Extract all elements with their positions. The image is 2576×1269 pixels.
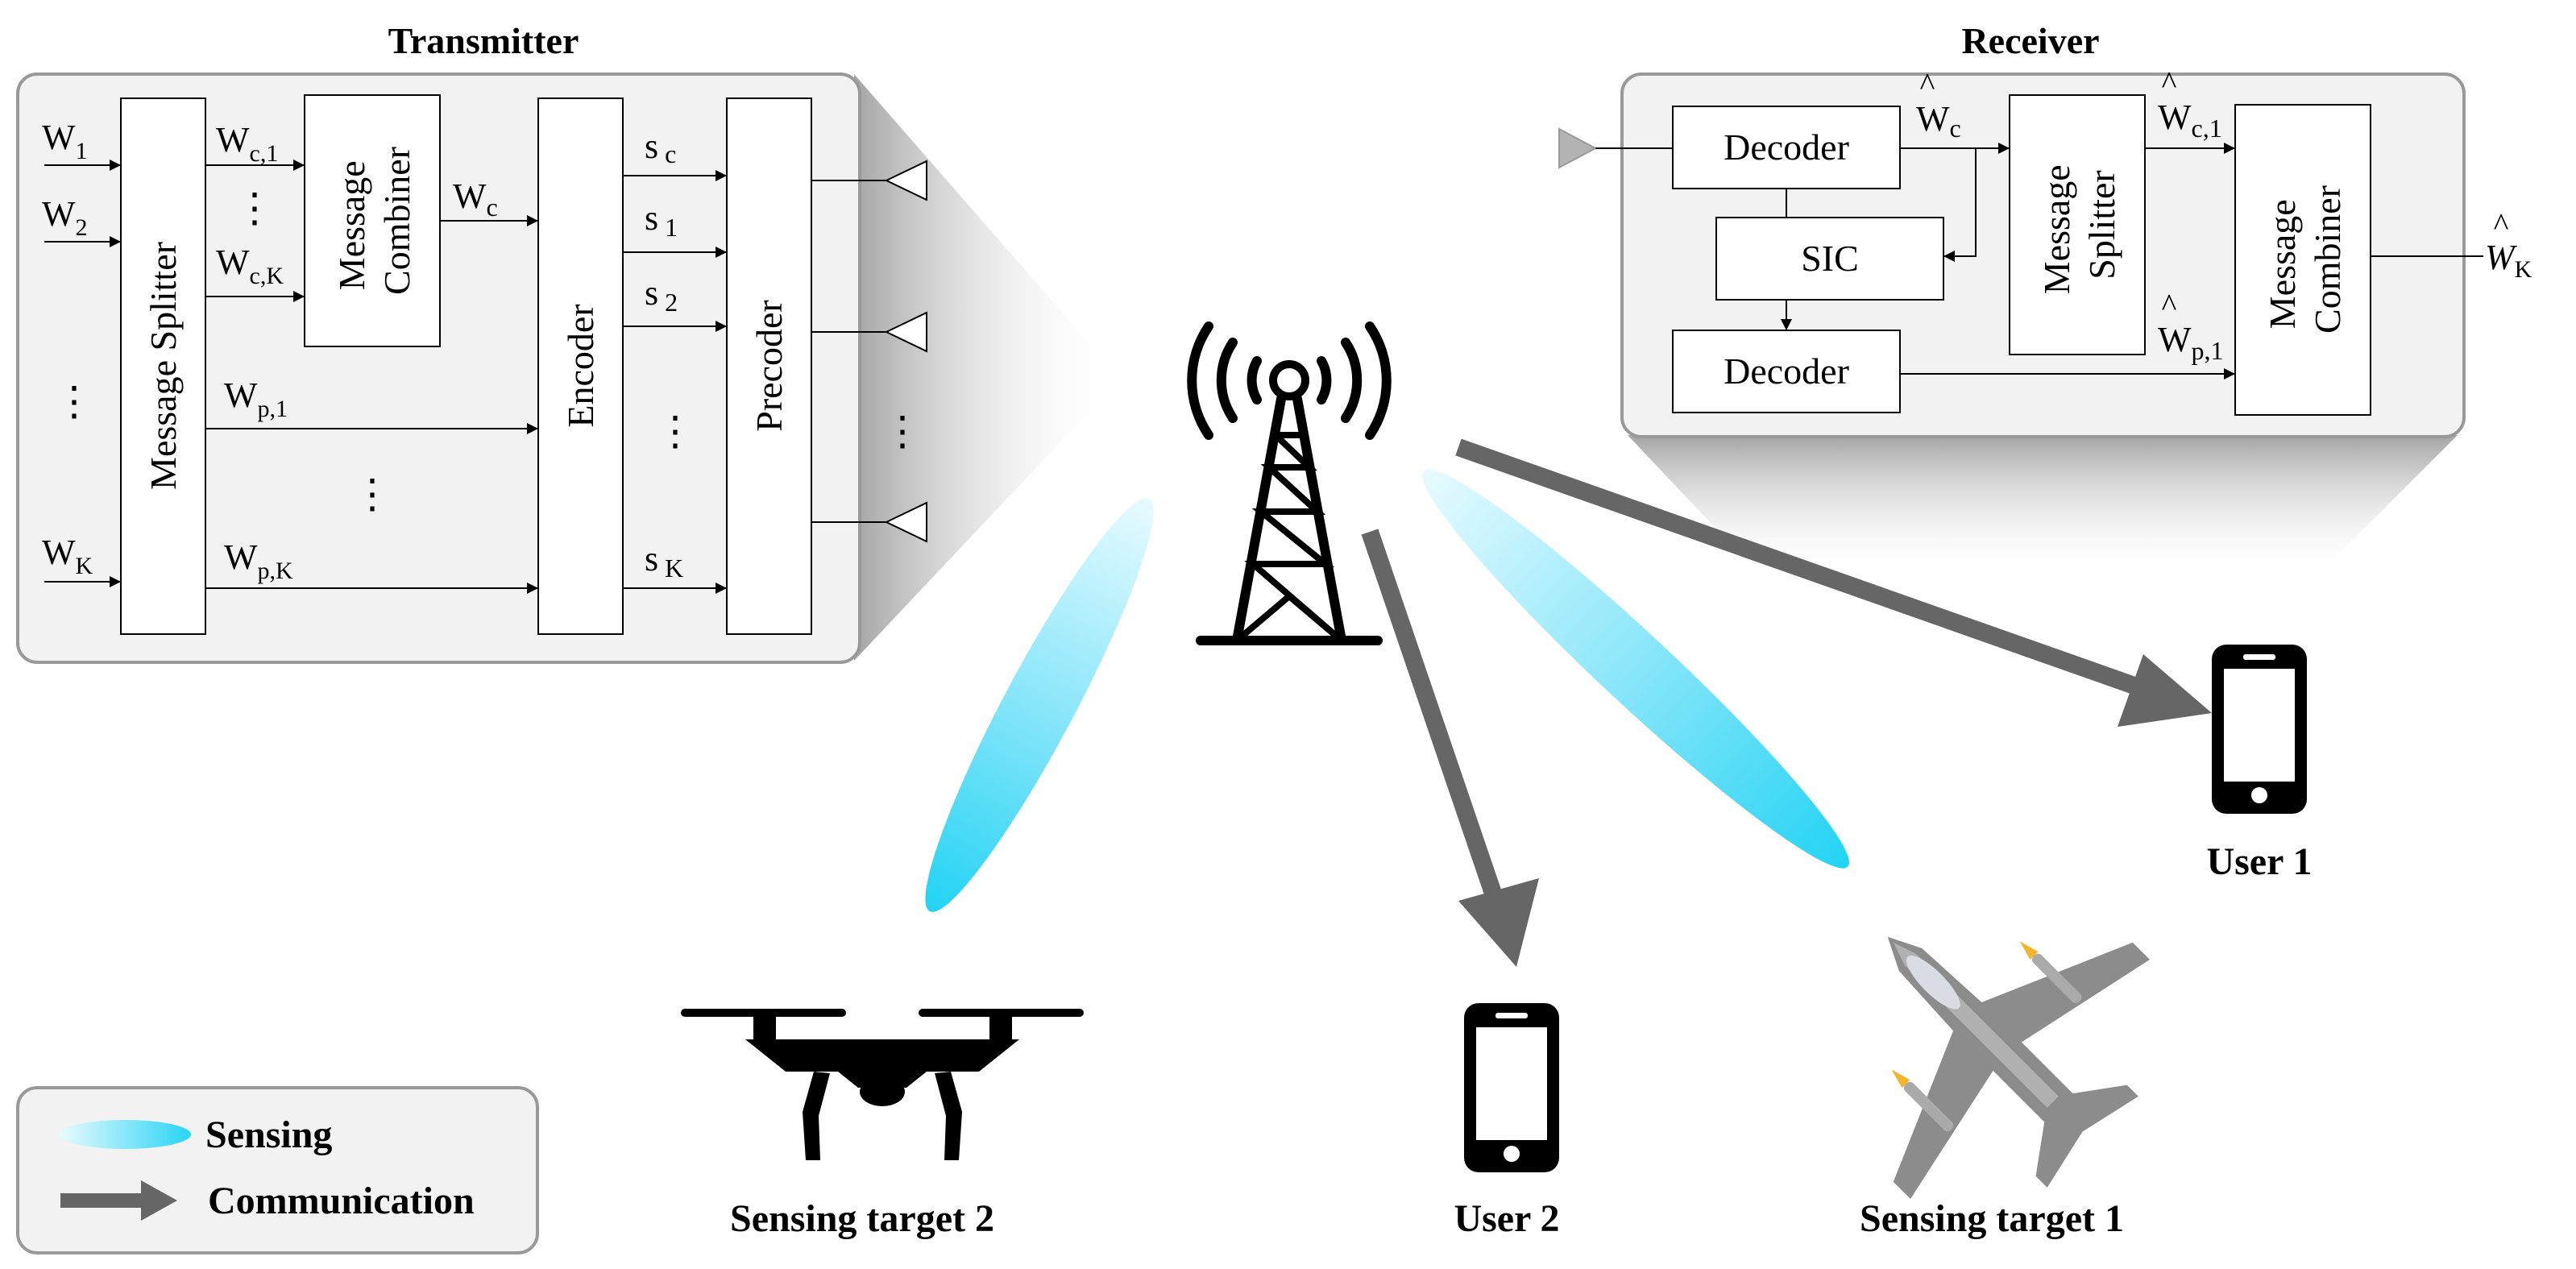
rx-sic-label: SIC <box>1801 238 1859 279</box>
receiver-panel: Receiver Decoder Wc ^ SIC Decoder Messag… <box>1558 20 2532 438</box>
legend-sensing-swatch <box>59 1120 191 1149</box>
rx-wc-hat: Wc <box>1916 99 1961 143</box>
rx-combiner-label: Message Combiner <box>2262 185 2348 334</box>
stream-ellipsis: ⋮ <box>655 408 695 454</box>
label-wpk: Wp,K <box>224 537 293 584</box>
rx-wc-hat-mark: ^ <box>1920 66 1935 102</box>
sensing-beam-target-1 <box>1422 469 1849 869</box>
legend-sensing-label: Sensing <box>205 1113 332 1156</box>
private-ellipsis: ⋮ <box>352 471 392 516</box>
rx-wc1-hat-mark: ^ <box>2162 64 2177 101</box>
label-user-1: User 1 <box>2206 840 2312 883</box>
svg-text:W1: W1 <box>42 118 88 164</box>
tx-message-splitter <box>120 97 206 635</box>
tx-precoder-label: Precoder <box>749 300 790 431</box>
input-wk: WK <box>42 533 121 587</box>
rx-decoder-2-label: Decoder <box>1724 350 1849 392</box>
sensing-beam-target-2 <box>925 498 1154 912</box>
comm-arrow-user-1 <box>1455 438 2212 727</box>
comm-arrow-user-2 <box>1361 529 1539 967</box>
label-user-2: User 2 <box>1454 1197 1559 1240</box>
tx-encoder-label: Encoder <box>560 304 601 427</box>
label-wp1: Wp,1 <box>224 375 288 422</box>
tx-splitter-label: Message Splitter <box>143 242 184 490</box>
rx-antenna <box>1558 127 1598 169</box>
base-station-tower-icon <box>1187 321 1392 645</box>
receiver-zoom-shade <box>1628 435 2458 580</box>
tx-precoder <box>726 97 812 635</box>
rx-wp1-hat: Wp,1 <box>2158 320 2224 365</box>
label-wc: Wc <box>453 176 498 222</box>
rx-splitter-label: Message Splitter <box>2036 156 2122 294</box>
svg-text:W2: W2 <box>42 194 88 241</box>
phone-user-1-icon <box>2212 645 2307 814</box>
tx-message-combiner <box>304 94 441 347</box>
rx-message-combiner <box>2234 104 2371 416</box>
label-wck: Wc,K <box>216 243 284 289</box>
antenna-ellipsis: ⋮ <box>882 408 923 454</box>
tx-antenna-array <box>811 160 927 543</box>
svg-text:WK: WK <box>42 533 93 579</box>
rx-final-hat-mark: ^ <box>2494 206 2509 243</box>
tx-encoder <box>537 97 624 635</box>
input-w1: W1 <box>42 118 121 171</box>
common-ellipsis: ⋮ <box>234 185 275 230</box>
label-wc1: Wc,1 <box>216 120 278 167</box>
legend: Sensing Communication <box>16 1086 539 1254</box>
input-w2: W2 <box>42 194 121 247</box>
phone-user-2-icon <box>1464 1003 1559 1172</box>
legend-communication-label: Communication <box>208 1180 475 1222</box>
transmitter-title: Transmitter <box>388 20 579 61</box>
rx-decoder-1 <box>1672 106 1901 189</box>
label-sensing-target-2: Sensing target 2 <box>730 1197 994 1240</box>
receiver-title: Receiver <box>1961 20 2099 61</box>
tx-combiner-label: Message Combiner <box>331 147 417 295</box>
rx-final-output: WK <box>2485 238 2532 283</box>
rx-decoder-1-label: Decoder <box>1724 126 1849 168</box>
transmitter-panel: Transmitter W1 W2 ⋮ WK Message Splitter … <box>16 20 927 664</box>
input-ellipsis: ⋮ <box>54 379 94 424</box>
rx-wp1-hat-mark: ^ <box>2162 287 2177 323</box>
drone-icon <box>681 1009 1084 1160</box>
rx-wc1-hat: Wc,1 <box>2158 97 2222 143</box>
fighter-jet-icon <box>1887 936 2150 1199</box>
rx-message-splitter <box>2009 94 2146 355</box>
legend-communication-swatch <box>60 1180 177 1221</box>
rx-sic <box>1715 217 1944 301</box>
label-sensing-target-1: Sensing target 1 <box>1860 1197 2124 1240</box>
rx-decoder-2 <box>1672 330 1901 413</box>
